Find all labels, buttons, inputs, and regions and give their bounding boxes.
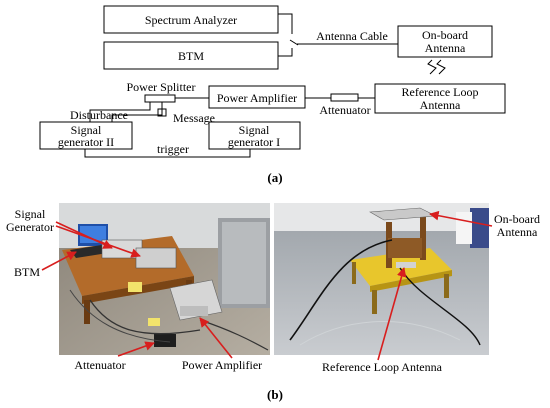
spectrum-analyzer-label: Spectrum Analyzer <box>145 13 237 27</box>
onboard-antenna-box <box>397 25 493 58</box>
power-amplifier-photo-label: Power Amplifier <box>182 358 262 372</box>
btm-cable-line <box>278 48 293 57</box>
signal-generator-2-label-1: Signal <box>71 123 102 137</box>
btm-box-label: BTM <box>178 49 204 63</box>
caption-b: (b) <box>267 387 283 402</box>
panel-b-text: Signal Generator BTM Attenuator Power Am… <box>6 207 540 374</box>
reference-loop-photo-label: Reference Loop Antenna <box>322 360 443 374</box>
power-splitter-label: Power Splitter <box>127 80 196 94</box>
reference-loop-label-1: Reference Loop <box>402 85 479 99</box>
attenuator-photo-label: Attenuator <box>74 358 125 372</box>
btm-photo-label: BTM <box>14 265 40 279</box>
arrow-power-amplifier <box>199 317 233 359</box>
coupling-zigzag-left <box>427 59 437 75</box>
trigger-label: trigger <box>157 142 189 156</box>
signal-generator-2-label-2: generator II <box>58 135 114 149</box>
sa-cable-line <box>278 13 293 34</box>
reference-loop-label-2: Antenna <box>420 98 461 112</box>
signal-generator-1-box <box>208 121 301 150</box>
trigger-line <box>84 149 251 158</box>
switch-blade <box>289 39 299 46</box>
message-label: Message <box>173 111 215 125</box>
antenna-cable-label: Antenna Cable <box>316 29 388 43</box>
spectrum-analyzer-box <box>103 5 279 34</box>
onboard-antenna-label-1: On-board <box>422 28 468 42</box>
arrow-signal-generator-2 <box>55 225 141 258</box>
signal-generator-label-1: Signal <box>15 207 46 221</box>
attenuator-label: Attenuator <box>319 103 370 117</box>
onboard-antenna-photo-label-1: On-board <box>494 212 540 226</box>
power-splitter <box>144 94 176 103</box>
signal-generator-1-label-1: Signal <box>239 123 270 137</box>
signal-generator-1-label-2: generator I <box>228 135 280 149</box>
coupling-zigzag-right <box>436 59 446 75</box>
power-amplifier-label: Power Amplifier <box>217 91 297 105</box>
arrow-reference-loop <box>377 267 407 361</box>
signal-generator-2-box <box>39 121 133 150</box>
signal-generator-label-2: Generator <box>6 220 54 234</box>
onboard-antenna-label-2: Antenna <box>425 41 466 55</box>
caption-a: (a) <box>267 170 282 185</box>
power-amplifier-box <box>208 85 306 109</box>
photo-right <box>274 203 489 355</box>
disturbance-line <box>89 102 151 122</box>
arrow-attenuator <box>117 341 155 357</box>
arrow-signal-generator-1 <box>55 221 113 249</box>
arrow-btm <box>41 251 77 271</box>
disturbance-label: Disturbance <box>70 108 128 122</box>
photo-left <box>59 203 270 355</box>
onboard-antenna-photo-label-2: Antenna <box>497 225 538 239</box>
message-node <box>157 108 167 117</box>
photo-annotations <box>41 210 493 361</box>
arrow-onboard-antenna <box>429 210 493 227</box>
panel-a-text: Spectrum Analyzer BTM On-board Antenna A… <box>58 13 479 156</box>
panel-a-diagram <box>39 5 506 158</box>
attenuator-symbol <box>330 93 359 102</box>
